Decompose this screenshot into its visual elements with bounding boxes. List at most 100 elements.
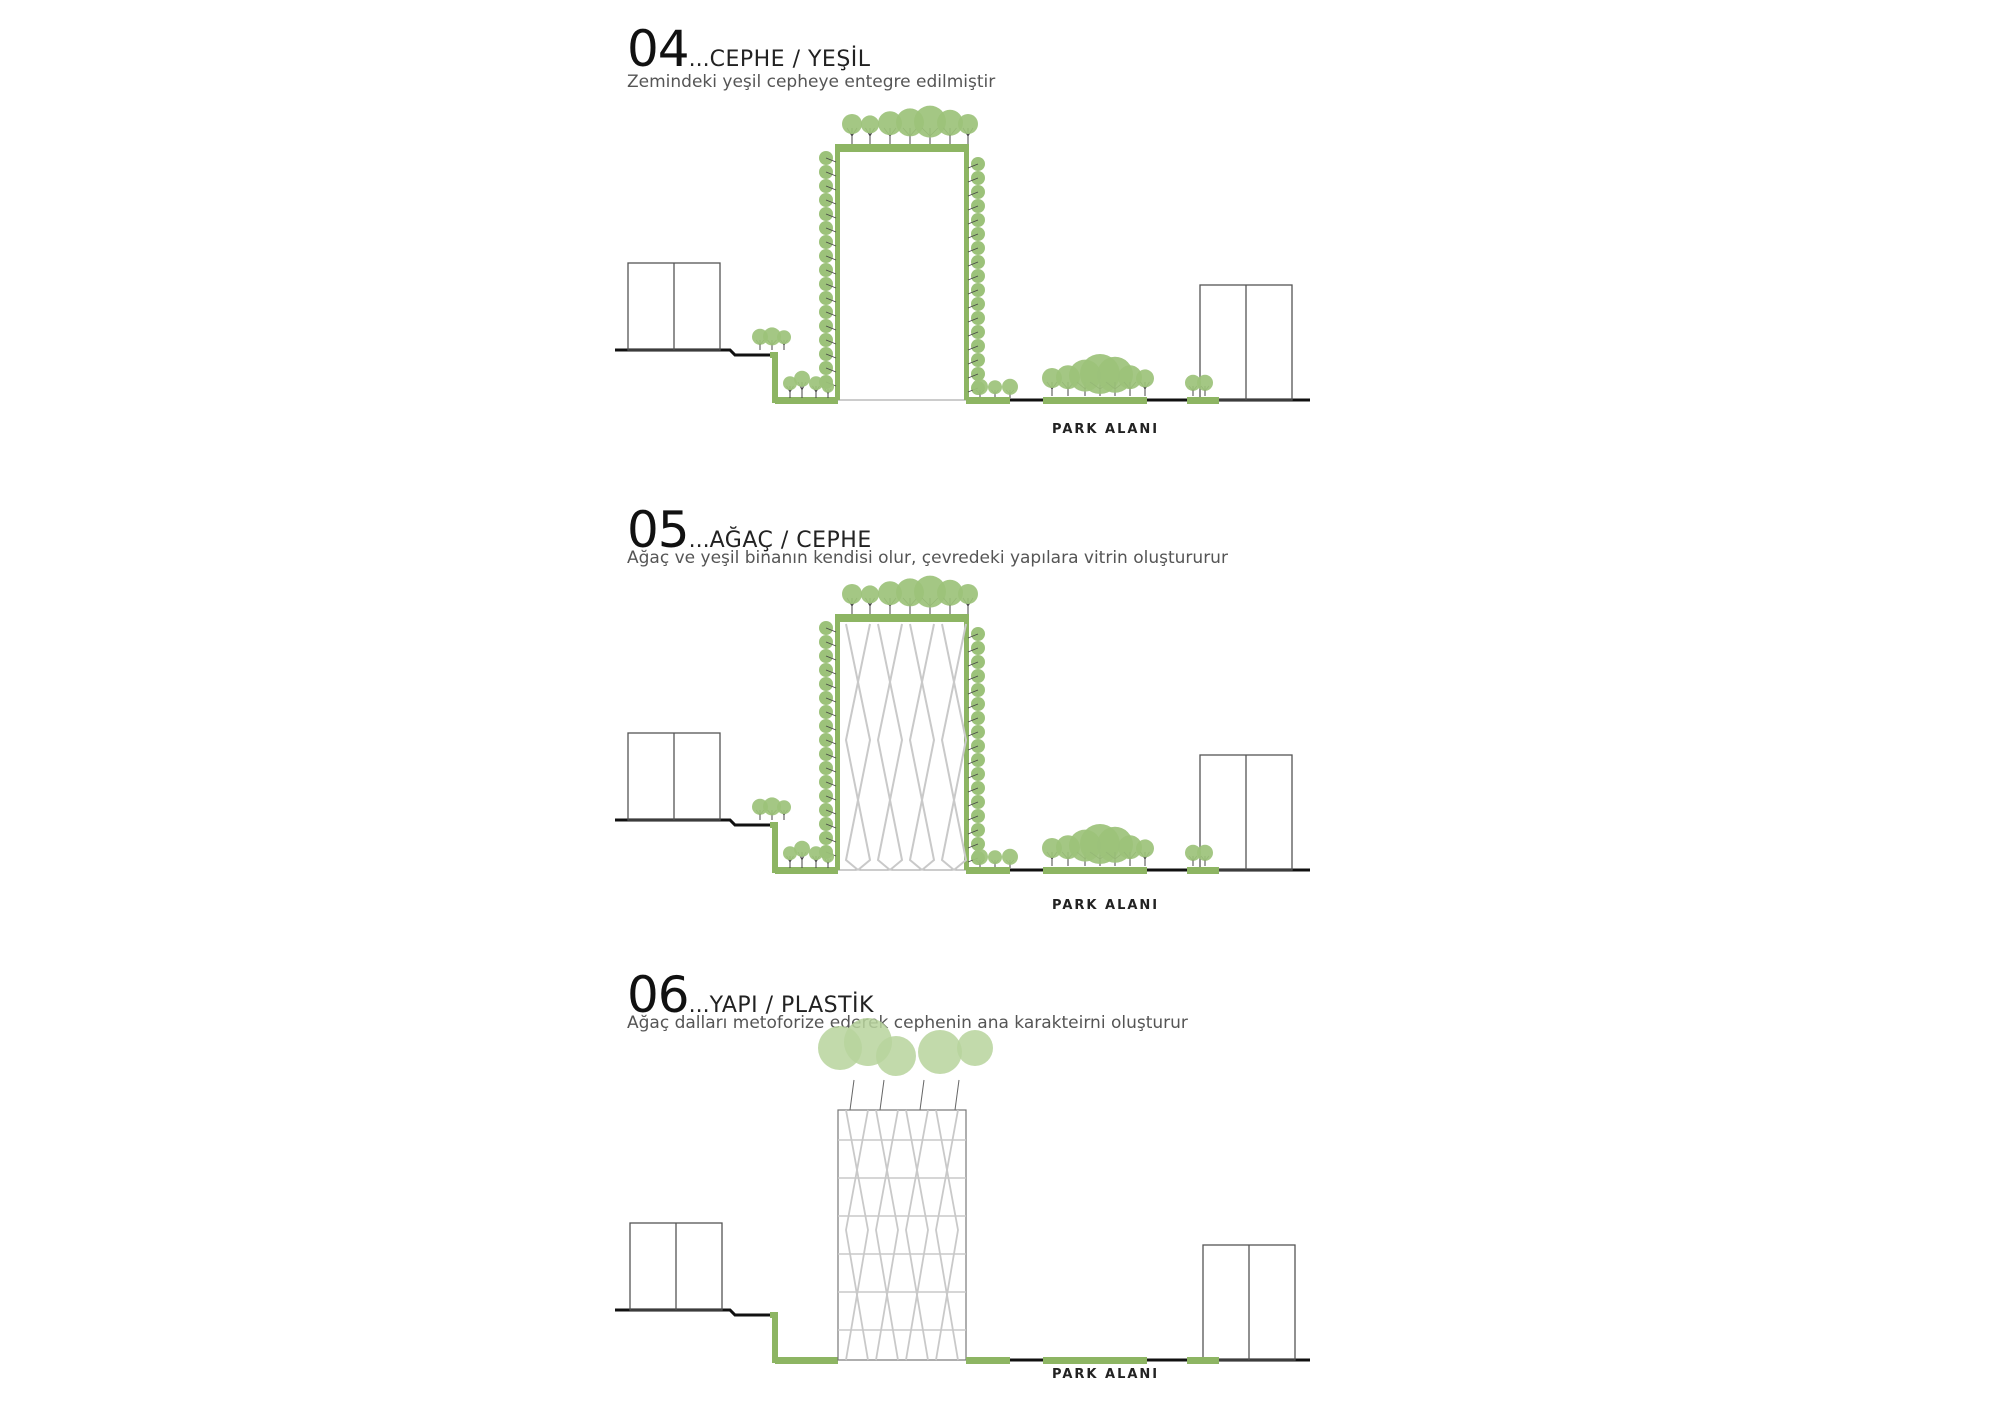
branch-line: [849, 1079, 855, 1111]
section-layers: [615, 575, 1310, 874]
tree-canopy: [842, 114, 862, 134]
ivy-stem: [967, 773, 979, 779]
tree-icon: [937, 579, 963, 614]
tree-canopy: [1136, 839, 1154, 858]
panel-dots: ...: [688, 993, 710, 1018]
ivy-stem: [967, 787, 979, 793]
ivy-stem: [825, 809, 837, 815]
ivy-stem: [825, 641, 837, 647]
neighbor-building: [627, 262, 721, 351]
green-ground-strip: [966, 867, 1010, 874]
tree-canopy: [1002, 848, 1018, 865]
tree-canopy: [914, 575, 946, 608]
lattice-strut: [905, 1109, 929, 1361]
ivy-stem: [967, 289, 979, 295]
panel-dots: ...: [688, 47, 710, 72]
green-ground-strip: [1187, 867, 1219, 874]
tree-icon: [958, 114, 978, 144]
tree-canopy: [878, 111, 902, 136]
tree-canopy: [783, 376, 797, 391]
park-green-strip: [1043, 1357, 1147, 1364]
ground-line-left: [615, 348, 770, 357]
tree-canopy: [763, 797, 781, 816]
ivy-stem: [825, 753, 837, 759]
lattice-strut: [905, 1109, 929, 1361]
park-area-label: PARK ALANI: [1052, 1367, 1160, 1382]
tree-icon: [794, 370, 810, 398]
ivy-stem: [825, 185, 837, 191]
green-ground-strip: [966, 1357, 1010, 1364]
ivy-stem: [825, 823, 837, 829]
ivy-stem: [967, 633, 979, 639]
ivy-stem: [967, 689, 979, 695]
tree-canopy: [958, 584, 978, 604]
ivy-stem: [825, 711, 837, 717]
tower-green-edge-left: [835, 620, 840, 870]
ivy-stem: [825, 739, 837, 745]
tree-canopy: [794, 370, 810, 387]
tree-canopy: [958, 114, 978, 134]
tree-icon: [914, 105, 946, 144]
green-ground-strip: [966, 397, 1010, 404]
canopy-cloud: [876, 1036, 916, 1076]
tree-icon: [822, 380, 834, 398]
ivy-stem: [967, 843, 979, 849]
lattice-strut: [875, 1109, 899, 1361]
ivy-stem: [825, 199, 837, 205]
ivy-stem: [825, 311, 837, 317]
panel-heading: 04...CEPHE / YEŞİL: [627, 24, 871, 74]
panel-number: 04: [627, 20, 690, 78]
tree-icon: [878, 581, 902, 614]
tree-icon: [988, 850, 1002, 868]
ivy-stem: [825, 367, 837, 373]
ivy-stem: [825, 353, 837, 359]
green-ground-strip: [1187, 1357, 1219, 1364]
green-step: [770, 1312, 838, 1363]
ivy-stem: [825, 255, 837, 261]
tree-icon: [763, 797, 781, 820]
tree-icon: [777, 330, 791, 350]
ivy-stem: [825, 339, 837, 345]
lattice-strut: [844, 623, 872, 871]
tree-icon: [1118, 365, 1142, 396]
ivy-stem: [825, 325, 837, 331]
tower-body: [837, 1109, 967, 1361]
tree-canopy: [809, 376, 823, 391]
lattice-strut: [940, 623, 968, 871]
panel-subtitle: Zemindeki yeşil cepheye entegre edilmişt…: [627, 72, 996, 92]
lattice-strut: [908, 623, 936, 871]
park-area-label: PARK ALANI: [1052, 422, 1160, 437]
ivy-stem: [967, 163, 979, 169]
tree-canopy: [1136, 369, 1154, 388]
ivy-stem: [825, 725, 837, 731]
neighbor-building: [1199, 754, 1293, 871]
panel-title: CEPHE / YEŞİL: [709, 47, 871, 72]
tree-canopy: [763, 327, 781, 346]
ivy-stem: [967, 647, 979, 653]
ivy-stem: [967, 247, 979, 253]
tree-icon: [809, 846, 823, 868]
canopy-cloud: [957, 1030, 993, 1066]
tower-green-edge-right: [964, 150, 969, 400]
ivy-stem: [825, 795, 837, 801]
canopy-cloud: [918, 1030, 962, 1074]
ivy-stem: [967, 745, 979, 751]
tree-icon: [972, 848, 988, 868]
tree-canopy: [1118, 365, 1142, 390]
tree-canopy: [777, 800, 791, 815]
tree-canopy: [937, 109, 963, 136]
ivy-stem: [967, 731, 979, 737]
green-ground-strip: [1187, 397, 1219, 404]
ivy-stem: [967, 205, 979, 211]
roof-green-slab: [835, 614, 969, 622]
tree-icon: [783, 376, 797, 398]
ivy-stem: [825, 213, 837, 219]
ivy-stem: [825, 697, 837, 703]
ivy-stem: [825, 627, 837, 633]
lattice-strut: [935, 1109, 959, 1361]
tree-icon: [1197, 374, 1213, 396]
tree-canopy: [914, 105, 946, 138]
panel-heading: 06...YAPI / PLASTİK: [627, 970, 874, 1020]
tree-icon: [1197, 844, 1213, 866]
tree-icon: [809, 376, 823, 398]
